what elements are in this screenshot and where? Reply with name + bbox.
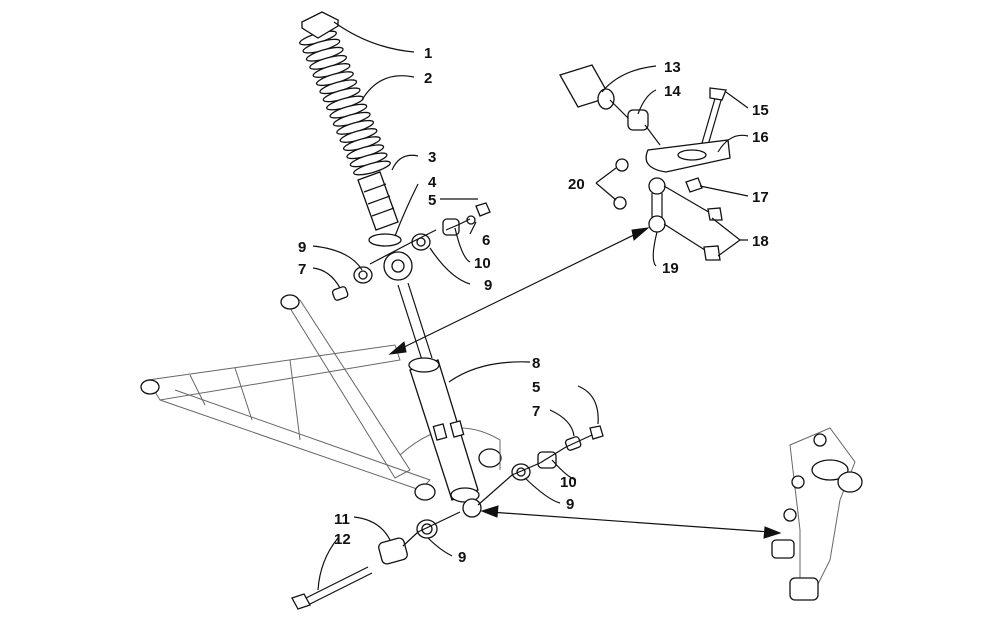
callout-19: 19 bbox=[662, 260, 679, 277]
callout-3: 3 bbox=[428, 149, 436, 166]
callout-4: 4 bbox=[428, 174, 437, 191]
callout-18: 18 bbox=[752, 233, 769, 250]
shock-absorber bbox=[397, 282, 482, 518]
coil-spring bbox=[299, 30, 391, 176]
callout-5: 5 bbox=[428, 192, 436, 209]
callout-15: 15 bbox=[752, 102, 769, 119]
arrow-shock-to-spindle bbox=[480, 505, 782, 539]
callout-12: 12 bbox=[334, 531, 351, 548]
callout-13: 13 bbox=[664, 59, 681, 76]
callout-20: 20 bbox=[568, 176, 585, 193]
shock-top-eye bbox=[383, 251, 413, 281]
washer-4 bbox=[368, 233, 402, 247]
callout-9: 9 bbox=[566, 496, 574, 513]
assembly-lines bbox=[369, 99, 661, 547]
a-arm bbox=[140, 294, 502, 501]
leader-lines bbox=[312, 21, 749, 591]
callout-10: 10 bbox=[560, 474, 577, 491]
callout-16: 16 bbox=[752, 129, 769, 146]
spring-retainer-top bbox=[300, 11, 340, 39]
arrow-shock-to-linkage bbox=[388, 227, 650, 355]
bump-stop bbox=[357, 171, 399, 231]
callout-17: 17 bbox=[752, 189, 769, 206]
callout-14: 14 bbox=[664, 83, 681, 100]
callouts: 1 2 3 4 5 6 10 9 9 7 8 5 7 10 9 9 11 12 … bbox=[298, 45, 769, 566]
spring-coil bbox=[353, 160, 391, 176]
callout-5: 5 bbox=[532, 379, 540, 396]
callout-11: 11 bbox=[334, 511, 350, 528]
callout-1: 1 bbox=[424, 45, 432, 62]
callout-9: 9 bbox=[298, 239, 306, 256]
callout-7: 7 bbox=[532, 403, 540, 420]
callout-8: 8 bbox=[532, 355, 540, 372]
callout-9: 9 bbox=[484, 277, 492, 294]
linkage-assembly bbox=[559, 64, 731, 261]
callout-7: 7 bbox=[298, 261, 306, 278]
spindle bbox=[771, 427, 863, 601]
callout-9: 9 bbox=[458, 549, 466, 566]
callout-10: 10 bbox=[474, 255, 491, 272]
callout-2: 2 bbox=[424, 70, 432, 87]
top-eye-hardware bbox=[331, 202, 491, 301]
callout-6: 6 bbox=[482, 232, 490, 249]
